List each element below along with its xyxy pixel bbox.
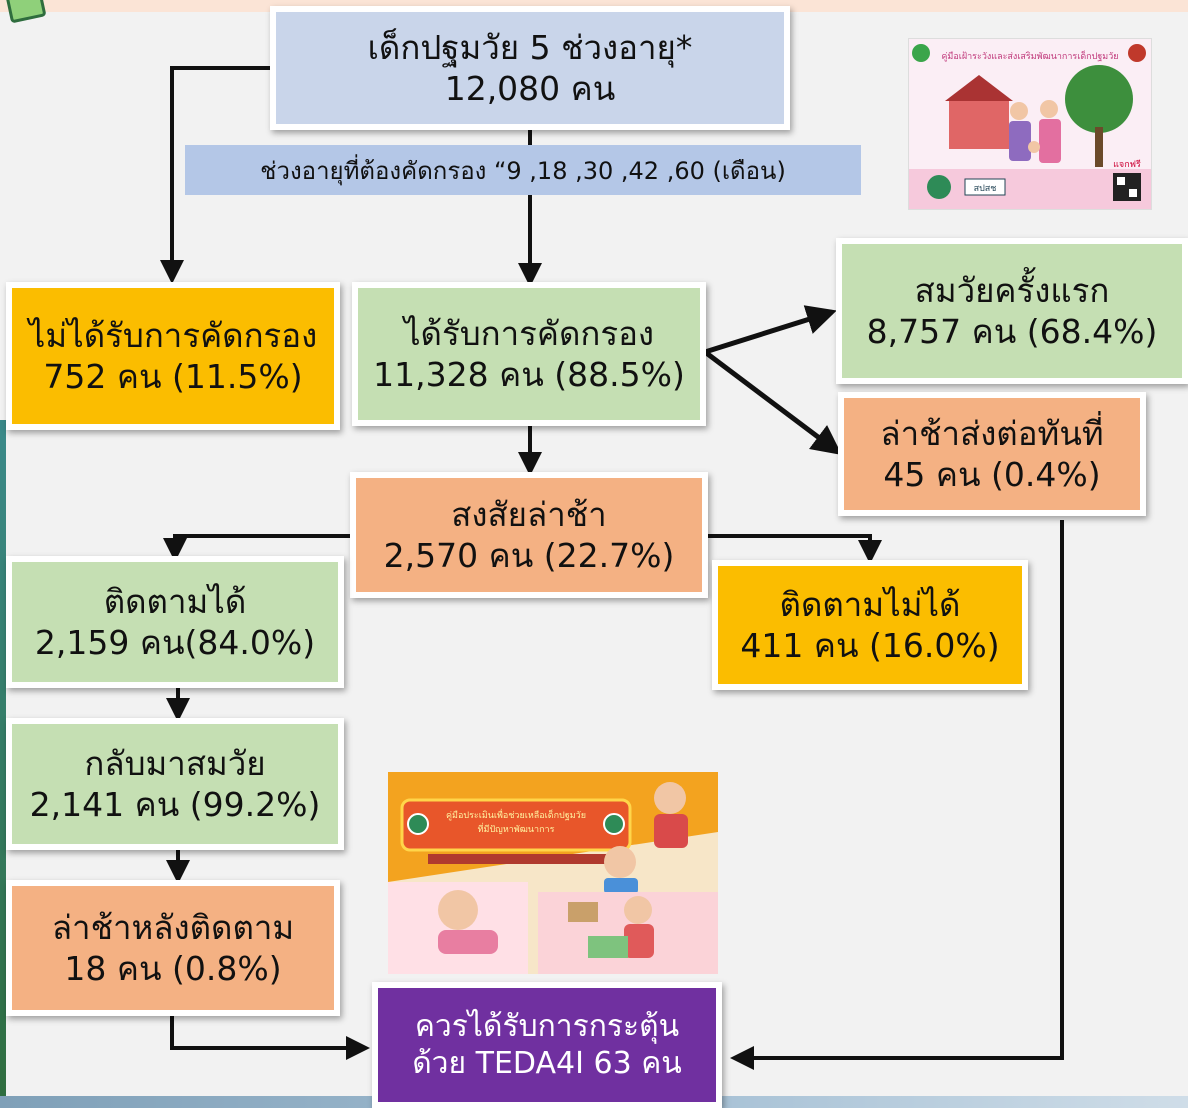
arrow-delayed-to-teda <box>170 1016 370 1060</box>
arrow-refer-to-teda <box>730 520 1064 1070</box>
followed-count: 2,159 คน(84.0%) <box>34 623 316 662</box>
arrow-suspected-to-followed <box>163 534 355 562</box>
screened-count: 11,328 คน (88.5%) <box>373 355 685 394</box>
delayed-refer-label: ล่าช้าส่งต่อทันที่ <box>880 413 1104 453</box>
normal-first-count: 8,757 คน (68.4%) <box>866 312 1158 351</box>
normal-first-label: สมวัยครั้งแรก <box>914 270 1110 310</box>
dspm-free-badge: แจกฟรี <box>1113 159 1141 170</box>
dspm-manual-cover-image: คู่มือเฝ้าระวังและส่งเสริมพัฒนาการเด็กปฐ… <box>908 38 1152 210</box>
not-followed-count: 411 คน (16.0%) <box>740 626 1000 665</box>
delayed-refer-box: ล่าช้าส่งต่อทันที่ 45 คน (0.4%) <box>838 392 1146 516</box>
teda4i-box: ควรได้รับการกระตุ้น ด้วย TEDA4I 63 คน <box>372 982 722 1108</box>
followed-label: ติดตามได้ <box>103 581 247 621</box>
delayed-after-follow-label: ล่าช้าหลังติดตาม <box>51 907 295 947</box>
total-children-count: 12,080 คน <box>444 69 616 108</box>
arrow-top-to-not-screened <box>160 66 275 284</box>
teda4i-count: ด้วย TEDA4I 63 คน <box>412 1046 682 1081</box>
normal-first-box: สมวัยครั้งแรก 8,757 คน (68.4%) <box>836 238 1188 384</box>
suspected-delay-label: สงสัยล่าช้า <box>451 494 607 534</box>
dspm-logo-text: สปสช <box>974 184 997 194</box>
not-screened-count: 752 คน (11.5%) <box>43 357 303 396</box>
dspm-title: คู่มือเฝ้าระวังและส่งเสริมพัฒนาการเด็กปฐ… <box>941 49 1118 62</box>
not-screened-label: ไม่ได้รับการคัดกรอง <box>28 315 318 355</box>
left-accent-strip <box>0 420 6 1108</box>
delayed-refer-count: 45 คน (0.4%) <box>883 455 1101 494</box>
arrow-suspected-to-not-followed <box>705 534 882 564</box>
total-children-label: เด็กปฐมวัย 5 ช่วงอายุ* <box>367 27 693 67</box>
teda4i-title-line2: ที่มีปัญหาพัฒนาการ <box>478 822 555 835</box>
teda4i-label: ควรได้รับการกระตุ้น <box>414 1008 680 1044</box>
screened-label: ได้รับการคัดกรอง <box>403 313 655 353</box>
followed-box: ติดตามได้ 2,159 คน(84.0%) <box>6 556 344 688</box>
not-screened-box: ไม่ได้รับการคัดกรอง 752 คน (11.5%) <box>6 282 340 430</box>
back-normal-count: 2,141 คน (99.2%) <box>29 785 321 824</box>
screened-box: ได้รับการคัดกรอง 11,328 คน (88.5%) <box>352 282 706 426</box>
total-children-box: เด็กปฐมวัย 5 ช่วงอายุ* 12,080 คน <box>270 6 790 130</box>
teda4i-manual-cover-image: คู่มือประเมินเพื่อช่วยเหลือเด็กปฐมวัย ที… <box>388 772 718 974</box>
suspected-delay-box: สงสัยล่าช้า 2,570 คน (22.7%) <box>350 472 708 598</box>
teda4i-title-line1: คู่มือประเมินเพื่อช่วยเหลือเด็กปฐมวัย <box>446 808 586 821</box>
arrow-screened-to-normal <box>704 305 837 355</box>
delayed-after-follow-count: 18 คน (0.8%) <box>64 949 282 988</box>
delayed-after-follow-box: ล่าช้าหลังติดตาม 18 คน (0.8%) <box>6 880 340 1016</box>
back-normal-label: กลับมาสมวัย <box>84 743 266 783</box>
arrow-screened-to-refer <box>703 350 842 456</box>
suspected-delay-count: 2,570 คน (22.7%) <box>383 536 675 575</box>
age-range-note: ช่วงอายุที่ต้องคัดกรอง “9 ,18 ,30 ,42 ,6… <box>185 145 861 195</box>
back-normal-box: กลับมาสมวัย 2,141 คน (99.2%) <box>6 718 344 850</box>
not-followed-box: ติดตามไม่ได้ 411 คน (16.0%) <box>712 560 1028 690</box>
not-followed-label: ติดตามไม่ได้ <box>779 584 961 624</box>
